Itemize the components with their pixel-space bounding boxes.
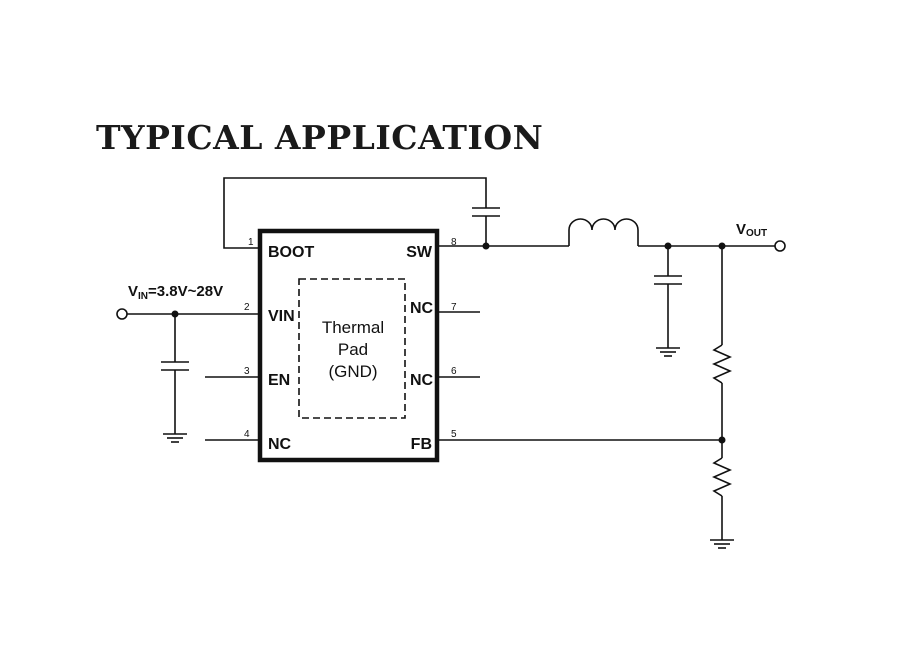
pin-number-1: 1 bbox=[248, 237, 254, 248]
vout-terminal bbox=[774, 240, 786, 252]
pin-number-2: 2 bbox=[244, 302, 250, 313]
pin-number-7: 7 bbox=[451, 302, 457, 313]
page-title: TYPICAL APPLICATION bbox=[96, 118, 544, 157]
thermal-pad-label-2: Pad bbox=[338, 340, 368, 359]
pin-label-nc-4: NC bbox=[268, 436, 292, 453]
ground-symbol-divider bbox=[710, 539, 734, 549]
pin-label-fb: FB bbox=[411, 436, 432, 453]
pin-number-5: 5 bbox=[451, 429, 457, 440]
pin-number-8: 8 bbox=[451, 237, 457, 248]
pin-label-en: EN bbox=[268, 372, 290, 389]
sw-junction bbox=[482, 242, 490, 250]
ground-symbol-output-cap bbox=[656, 347, 680, 357]
pin-label-nc-6: NC bbox=[410, 372, 434, 389]
pin-number-3: 3 bbox=[244, 366, 250, 377]
thermal-pad bbox=[298, 278, 406, 419]
thermal-pad-label-3: (GND) bbox=[328, 362, 377, 381]
resistor-top bbox=[712, 344, 732, 384]
inductor bbox=[568, 218, 639, 246]
vin-label: VIN=3.8V~28V bbox=[128, 283, 223, 302]
pin-label-boot: BOOT bbox=[268, 244, 314, 261]
ground-symbol-input-cap bbox=[163, 433, 187, 443]
pin-label-vin: VIN bbox=[268, 308, 295, 325]
resistor-bottom bbox=[712, 457, 732, 497]
thermal-pad-label-1: Thermal bbox=[322, 318, 384, 337]
pin-label-nc-7: NC bbox=[410, 300, 434, 317]
vout-label: VOUT bbox=[736, 221, 767, 239]
vin-terminal bbox=[116, 308, 128, 320]
ic-body bbox=[257, 228, 440, 463]
pin-label-sw: SW bbox=[406, 244, 433, 261]
pin-number-4: 4 bbox=[244, 429, 250, 440]
boot-wire bbox=[223, 177, 487, 249]
pin-number-6: 6 bbox=[451, 366, 457, 377]
